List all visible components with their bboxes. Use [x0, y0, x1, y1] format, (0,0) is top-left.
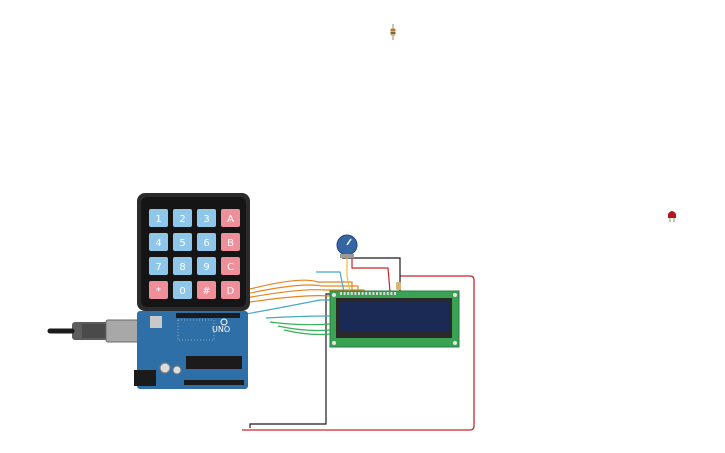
keypad-key-7[interactable]: 7 — [149, 257, 168, 275]
capacitor-2 — [172, 365, 182, 375]
keypad[interactable]: 1 2 3 A 4 5 6 B 7 8 9 C * 0 # D — [137, 193, 250, 311]
lcd-screen[interactable] — [339, 302, 449, 332]
keypad-key-label: 6 — [203, 238, 209, 249]
lcd-pin[interactable] — [340, 292, 342, 295]
usb-cable-shield — [82, 324, 106, 338]
lcd-pin[interactable] — [390, 292, 393, 295]
digital-header[interactable] — [176, 313, 240, 318]
keypad-key-D[interactable]: D — [221, 281, 240, 299]
resistor-lcd-body[interactable] — [396, 282, 401, 290]
resistor-lcd[interactable] — [396, 282, 401, 290]
keypad-key-label: 8 — [179, 262, 185, 273]
potentiometer[interactable] — [336, 234, 358, 258]
wire-orange-2[interactable] — [245, 284, 359, 295]
led-body[interactable] — [668, 211, 676, 218]
wire-pot-black[interactable] — [342, 257, 401, 292]
lcd-hole-4 — [453, 341, 457, 345]
wire-red-loop[interactable] — [242, 275, 475, 431]
pin-grid — [177, 319, 215, 341]
atmega-chip[interactable] — [186, 356, 242, 369]
resistor-top-body[interactable] — [390, 28, 396, 36]
arduino-logo: UNO — [212, 325, 230, 334]
keypad-key-label: 3 — [203, 214, 209, 225]
lcd-pin[interactable] — [343, 292, 346, 295]
wire-green-3[interactable] — [283, 329, 331, 336]
lcd-pin[interactable] — [347, 292, 350, 295]
wire-green-1[interactable] — [269, 321, 331, 326]
wire-pot-red[interactable] — [351, 258, 391, 293]
keypad-key-C[interactable]: C — [221, 257, 240, 275]
keypad-key-B[interactable]: B — [221, 233, 240, 251]
lcd-display[interactable] — [329, 290, 460, 348]
lcd-pin[interactable] — [394, 292, 396, 295]
keypad-key-1[interactable]: 1 — [149, 209, 168, 227]
keypad-key-label: 7 — [155, 262, 161, 273]
lcd-pin[interactable] — [379, 292, 382, 295]
lcd-pin[interactable] — [386, 292, 389, 295]
wire-teal-2[interactable] — [265, 315, 331, 319]
lcd-pin[interactable] — [361, 292, 364, 295]
lcd-pin[interactable] — [376, 292, 378, 295]
keypad-key-A[interactable]: A — [221, 209, 240, 227]
lcd-hole-1 — [332, 293, 336, 297]
keypad-key-3[interactable]: 3 — [197, 209, 216, 227]
lcd-pin[interactable] — [368, 292, 371, 295]
wire-black-loop[interactable] — [249, 293, 330, 428]
capacitor-1 — [159, 362, 171, 374]
usb-connector[interactable] — [105, 319, 141, 343]
wires[interactable] — [242, 257, 475, 431]
keypad-key-2[interactable]: 2 — [173, 209, 192, 227]
lcd-pin[interactable] — [358, 292, 360, 295]
lcd-pin[interactable] — [383, 292, 386, 295]
lcd-hole-3 — [332, 341, 336, 345]
keypad-key-6[interactable]: 6 — [197, 233, 216, 251]
lcd-pin[interactable] — [354, 292, 357, 295]
led-red[interactable] — [668, 211, 676, 222]
keypad-key-label: * — [156, 286, 161, 297]
keypad-key-label: 4 — [155, 238, 161, 249]
arduino-logo-icon — [220, 318, 228, 326]
potentiometer-indicator — [346, 238, 352, 246]
keypad-key-label: C — [227, 262, 234, 273]
wire-orange-1[interactable] — [245, 279, 353, 292]
wire-green-2[interactable] — [277, 325, 331, 332]
keypad-key-8[interactable]: 8 — [173, 257, 192, 275]
arduino-board[interactable]: UNO — [47, 311, 248, 389]
keypad-key-*[interactable]: * — [149, 281, 168, 299]
keypad-key-5[interactable]: 5 — [173, 233, 192, 251]
keypad-key-label: 2 — [179, 214, 185, 225]
lcd-hole-2 — [453, 293, 457, 297]
keypad-key-label: A — [227, 214, 234, 225]
keypad-key-label: 1 — [155, 214, 161, 225]
keypad-key-label: 5 — [179, 238, 185, 249]
lcd-pin[interactable] — [372, 292, 375, 295]
lcd-pin[interactable] — [365, 292, 368, 295]
power-jack[interactable] — [134, 370, 156, 386]
keypad-key-#[interactable]: # — [197, 281, 216, 299]
lcd-pins[interactable] — [340, 292, 396, 295]
wire-pot-wiper[interactable] — [346, 258, 351, 293]
keypad-key-label: B — [227, 238, 234, 249]
wire-teal-1[interactable] — [245, 299, 338, 315]
keypad-key-label: D — [227, 286, 235, 297]
potentiometer-legs — [340, 254, 354, 258]
keypad-keys[interactable]: 1 2 3 A 4 5 6 B 7 8 9 C * 0 # D — [149, 209, 240, 299]
resistor-top[interactable] — [390, 24, 396, 40]
analog-header[interactable] — [184, 380, 244, 385]
keypad-key-label: 9 — [203, 262, 209, 273]
reset-button[interactable] — [150, 316, 162, 328]
keypad-key-label: # — [202, 286, 210, 297]
wire-orange-3[interactable] — [245, 289, 365, 299]
keypad-key-9[interactable]: 9 — [197, 257, 216, 275]
lcd-pin[interactable] — [350, 292, 353, 295]
keypad-key-label: 0 — [179, 286, 185, 297]
keypad-key-0[interactable]: 0 — [173, 281, 192, 299]
keypad-key-4[interactable]: 4 — [149, 233, 168, 251]
wire-teal-3[interactable] — [316, 271, 345, 293]
